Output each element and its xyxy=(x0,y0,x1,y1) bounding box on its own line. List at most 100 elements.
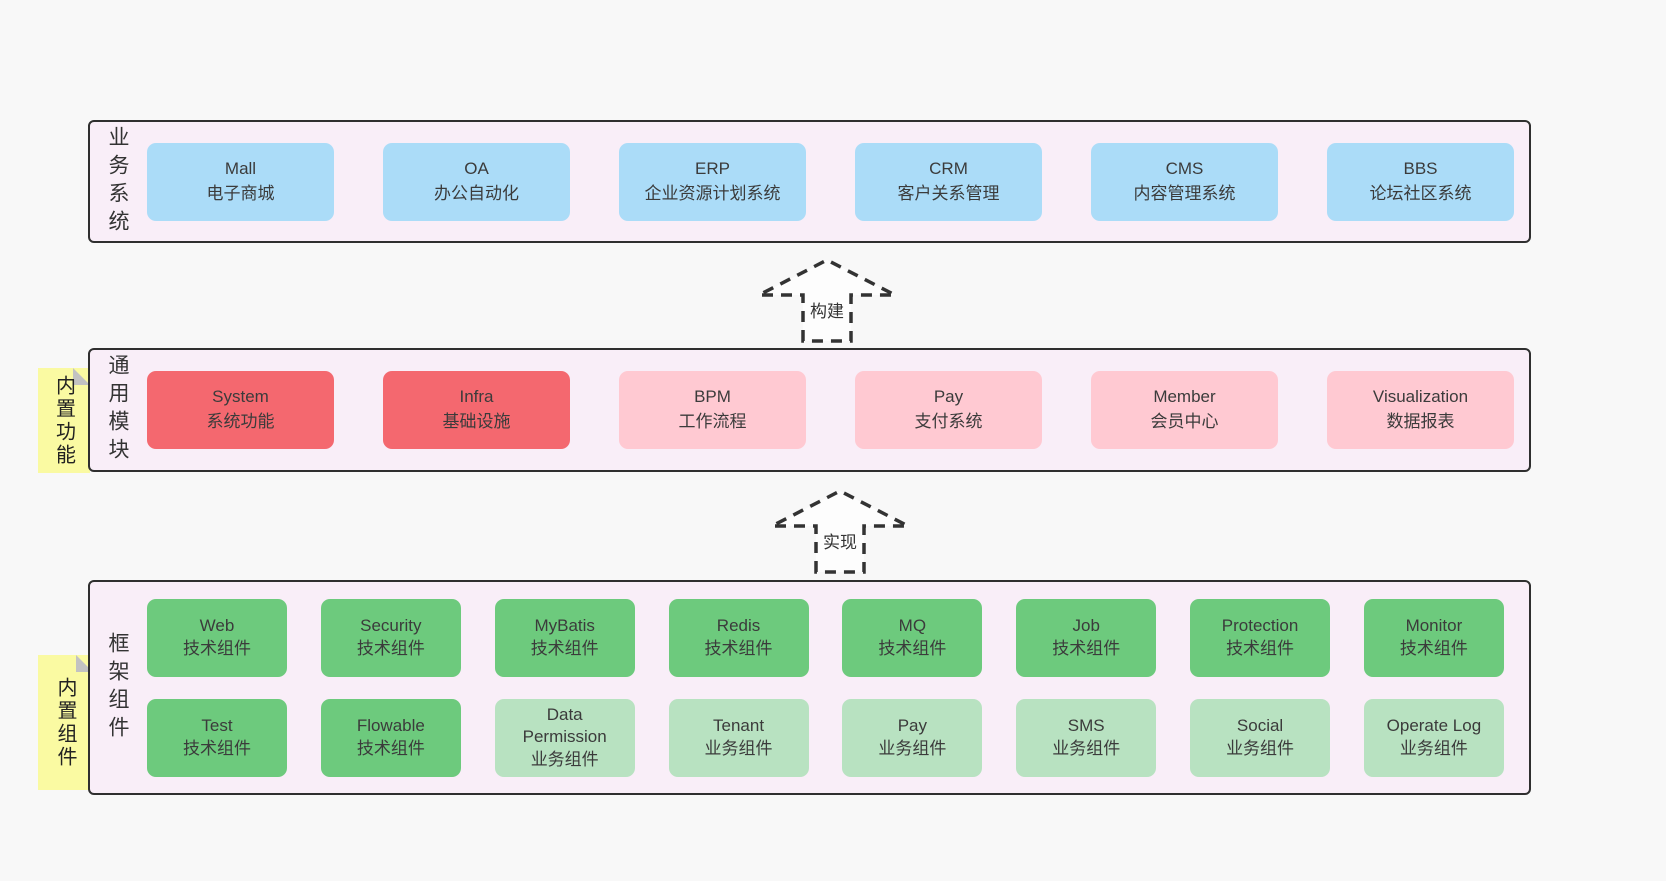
build-arrow-label: 构建 xyxy=(807,297,847,322)
implement-arrow: 实现 xyxy=(770,488,910,574)
box-subtitle: 系统功能 xyxy=(206,412,275,431)
implement-arrow-label: 实现 xyxy=(820,528,860,553)
box-title: BPM xyxy=(694,387,731,407)
box-subtitle: 支付系统 xyxy=(914,412,983,431)
box-subtitle: 业务组件 xyxy=(1399,738,1468,758)
box-title: System xyxy=(212,387,269,407)
box-infra: Infra 基础设施 xyxy=(383,371,570,449)
box-title: Pay xyxy=(897,716,928,736)
box-subtitle: 业务组件 xyxy=(1052,738,1121,758)
box-subtitle: 企业资源计划系统 xyxy=(644,183,781,203)
box-title: Infra xyxy=(459,387,494,407)
box-title: Test xyxy=(201,716,233,736)
sticky-note-builtin-components: 内置组件 xyxy=(38,655,93,790)
box-title: CMS xyxy=(1165,158,1204,178)
box-bbs: BBS 论坛社区系统 xyxy=(1327,142,1514,221)
box-title: Flowable xyxy=(356,716,425,736)
box-title: Member xyxy=(1153,387,1216,407)
box-subtitle: 技术组件 xyxy=(183,638,251,658)
box-title: Tenant xyxy=(713,716,765,736)
box-title: MyBatis xyxy=(534,616,595,636)
box-subtitle: 业务组件 xyxy=(1226,738,1295,758)
box-title: Visualization xyxy=(1372,387,1469,407)
box-pay: Pay 支付系统 xyxy=(855,371,1042,449)
box-subtitle: 内容管理系统 xyxy=(1133,183,1236,203)
box-subtitle: 技术组件 xyxy=(356,738,425,758)
sticky-note-label: 内置功能 xyxy=(52,374,75,467)
box-subtitle: 技术组件 xyxy=(1399,638,1468,658)
box-title: Data Permission xyxy=(522,704,607,747)
box-title: OA xyxy=(464,158,489,178)
box-title: Mall xyxy=(224,158,257,178)
box-title: Protection xyxy=(1221,616,1299,636)
box-title: MQ xyxy=(898,616,927,636)
build-arrow: 构建 xyxy=(757,257,897,343)
layer-business-label: 业务系统 xyxy=(106,125,129,238)
box-title: Pay xyxy=(933,387,964,407)
box-subtitle: 技术组件 xyxy=(356,638,425,658)
box-visualization: Visualization 数据报表 xyxy=(1327,371,1514,449)
box-subtitle: 基础设施 xyxy=(442,412,511,431)
box-bpm: BPM 工作流程 xyxy=(619,371,806,449)
box-title: Operate Log xyxy=(1386,716,1482,736)
box-title: SMS xyxy=(1067,716,1105,736)
layer-common-modules: 通用模块 System 系统功能 Infra 基础设施 BPM 工作流程 Pay 支付系统 Me… xyxy=(88,348,1531,472)
box-title: BBS xyxy=(1403,158,1438,178)
box-subtitle: 电子商城 xyxy=(206,183,275,203)
box-title: Job xyxy=(1072,616,1100,636)
box-title: Security xyxy=(360,616,422,636)
box-title: Redis xyxy=(716,616,761,636)
box-subtitle: 工作流程 xyxy=(678,412,747,431)
sticky-note-label: 内置组件 xyxy=(54,676,76,769)
box-subtitle: 技术组件 xyxy=(1226,638,1295,658)
module-boxes: System 系统功能 Infra 基础设施 BPM 工作流程 Pay 支付系统 Member 会… xyxy=(147,350,1514,470)
box-title: Web xyxy=(199,616,235,636)
box-title: ERP xyxy=(695,158,730,178)
box-subtitle: 技术组件 xyxy=(704,638,773,658)
box-subtitle: 数据报表 xyxy=(1386,412,1455,431)
box-subtitle: 技术组件 xyxy=(878,638,947,658)
box-subtitle: 论坛社区系统 xyxy=(1369,183,1472,203)
box-title: CRM xyxy=(929,158,968,178)
layer-modules-label: 通用模块 xyxy=(106,354,129,466)
box-member: Member 会员中心 xyxy=(1091,371,1278,449)
box-erp: ERP 企业资源计划系统 xyxy=(619,142,806,221)
box-subtitle: 业务组件 xyxy=(704,738,773,758)
box-title: Social xyxy=(1236,716,1284,736)
box-system: System 系统功能 xyxy=(147,371,334,449)
box-subtitle: 办公自动化 xyxy=(434,183,519,203)
box-cms: CMS 内容管理系统 xyxy=(1091,142,1278,221)
sticky-note-builtin-functions: 内置功能 xyxy=(38,368,90,473)
box-mall: Mall 电子商城 xyxy=(147,142,334,221)
box-subtitle: 技术组件 xyxy=(1052,638,1121,658)
box-subtitle: 技术组件 xyxy=(530,638,599,658)
box-subtitle: 会员中心 xyxy=(1150,412,1219,431)
box-subtitle: 业务组件 xyxy=(878,738,947,758)
box-row: System 系统功能 Infra 基础设施 BPM 工作流程 Pay 支付系统 Member 会… xyxy=(147,371,1514,449)
